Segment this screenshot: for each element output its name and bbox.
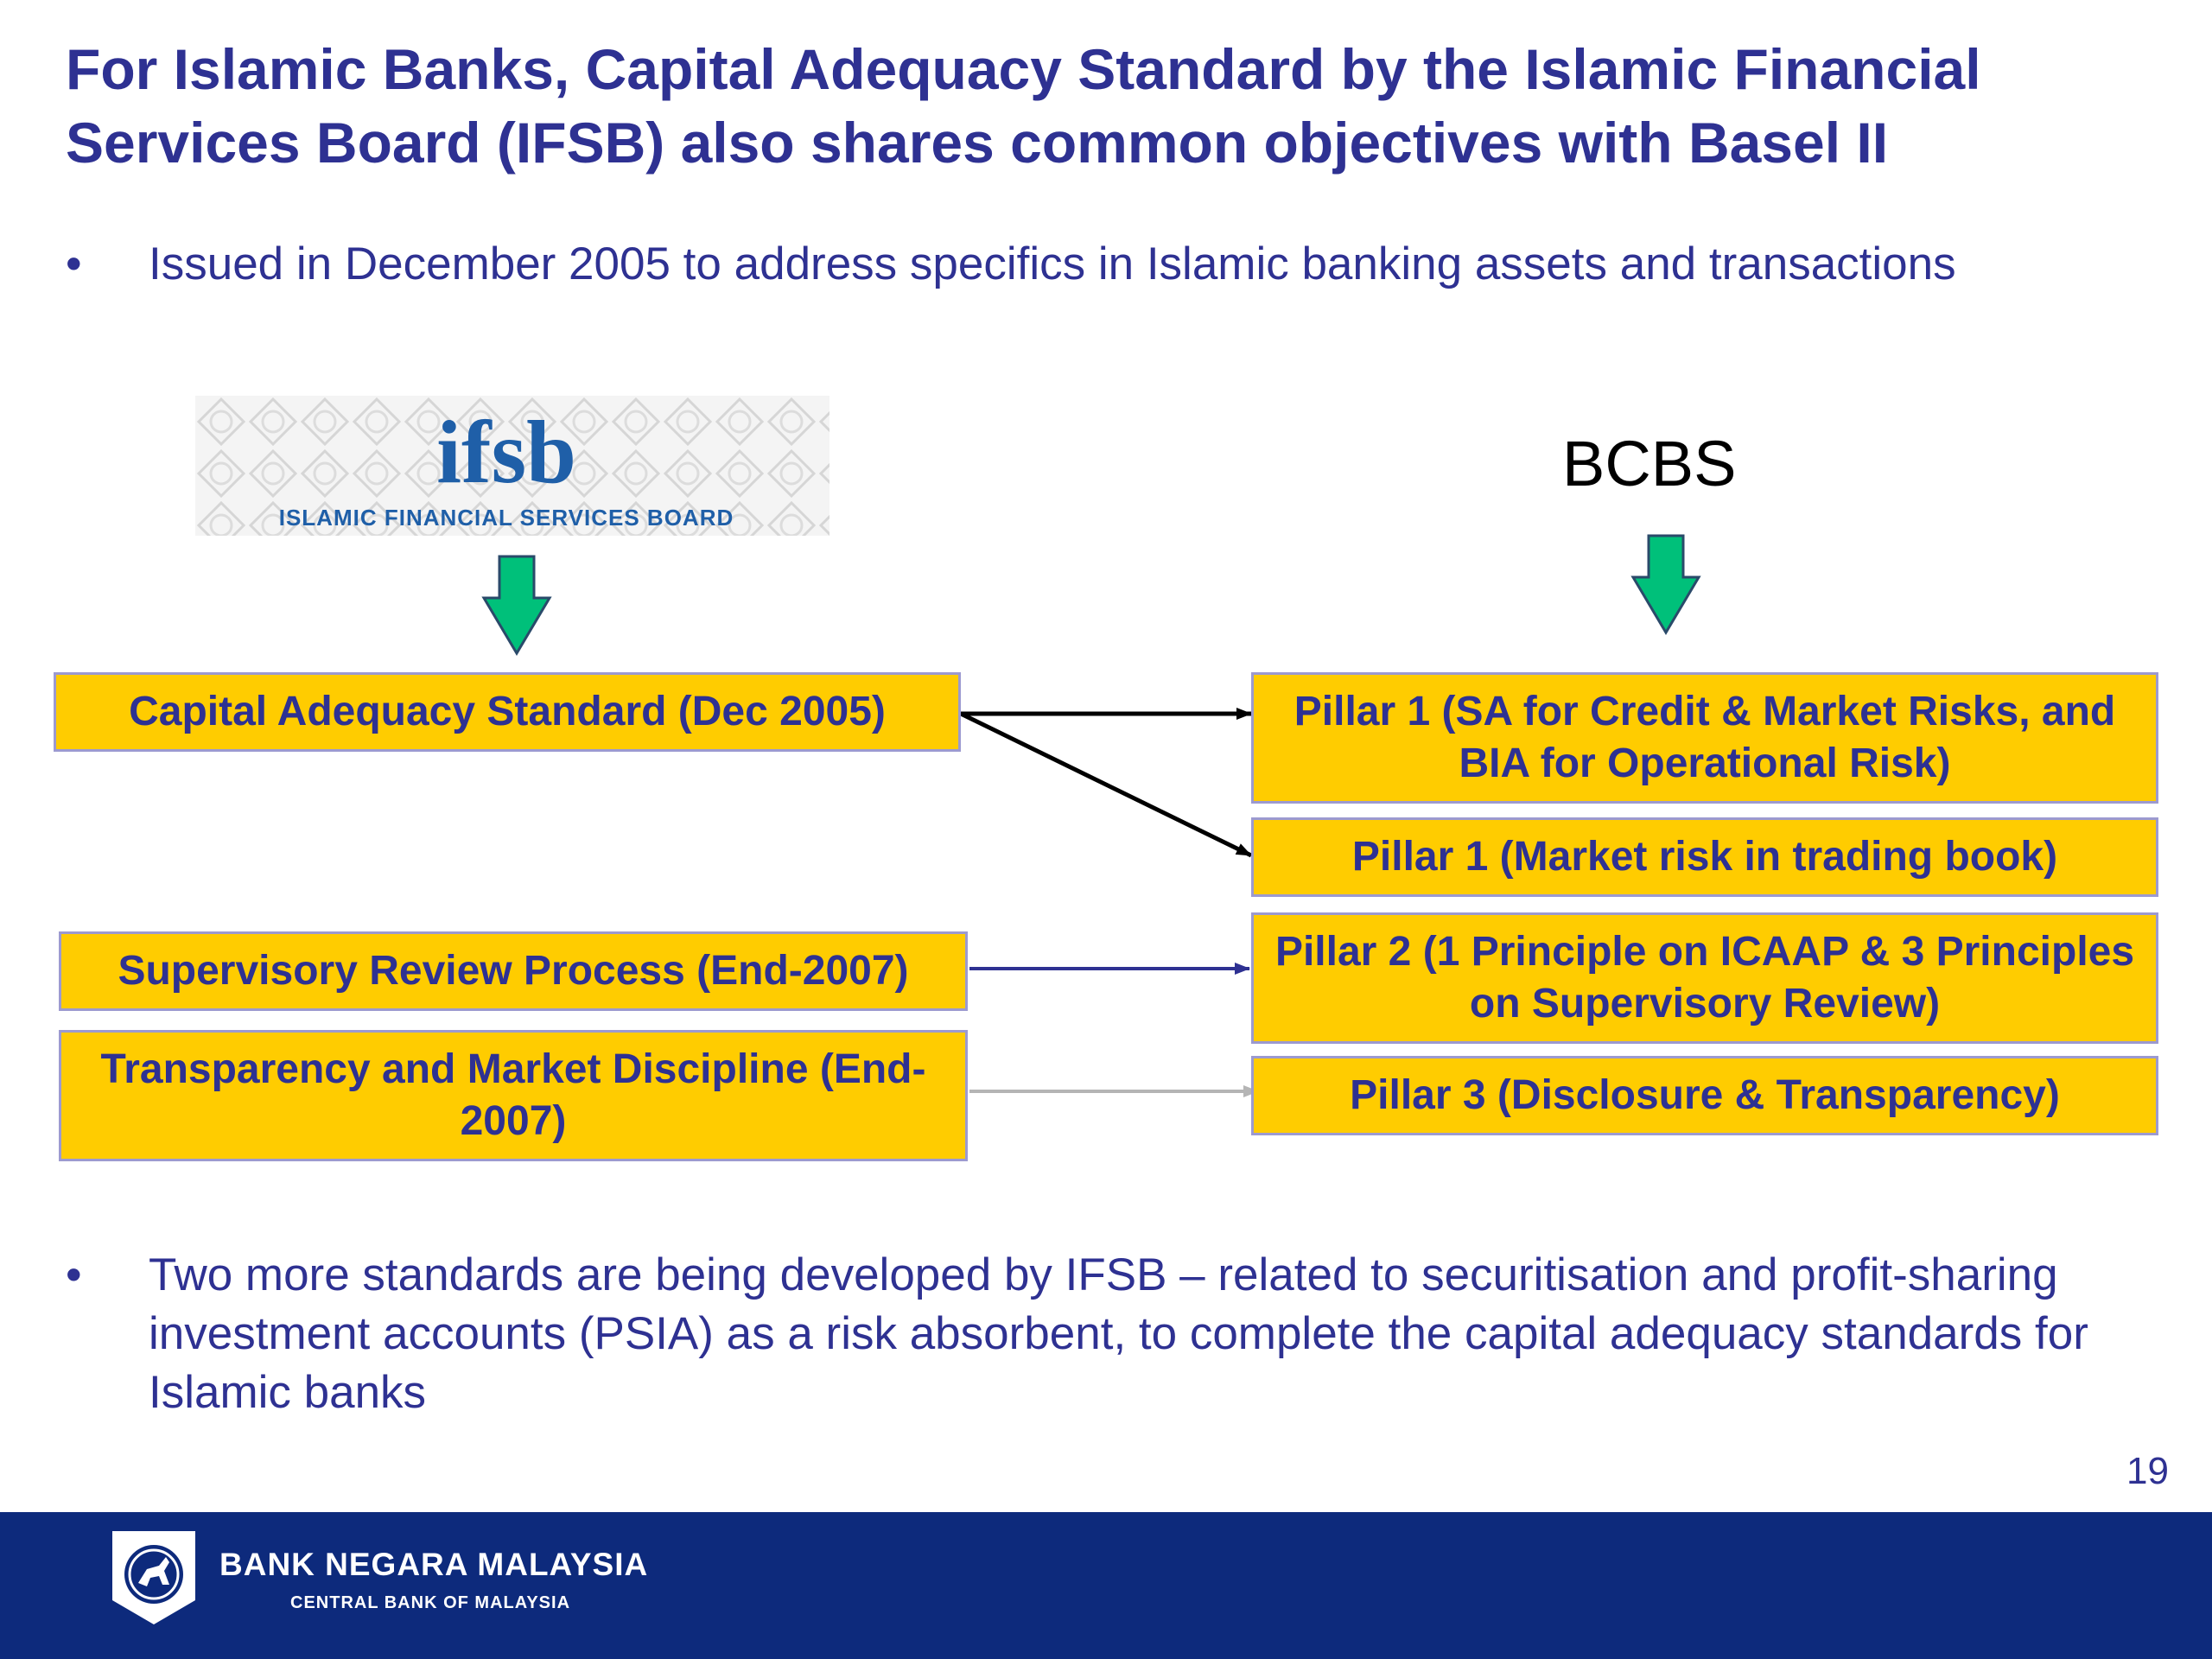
box-capital-adequacy-standard-label: Capital Adequacy Standard (Dec 2005) <box>129 689 886 734</box>
bullet-symbol: • <box>66 1249 82 1300</box>
slide-title: For Islamic Banks, Capital Adequacy Stan… <box>66 37 1981 175</box>
box-pillar1-market-risk-trading-book-label: Pillar 1 (Market risk in trading book) <box>1351 834 2058 880</box>
box-pillar3: Pillar 3 (Disclosure & Transparency) <box>1251 1056 2158 1135</box>
bcbs-down-arrow <box>1630 534 1701 635</box>
ifsb-down-arrow <box>481 555 552 656</box>
box-pillar2: Pillar 2 (1 Principle on ICAAP & 3 Princ… <box>1251 912 2158 1044</box>
ifsb-mark-text: ifsb <box>436 403 576 502</box>
box-pillar3-label: Pillar 3 (Disclosure & Transparency) <box>1350 1072 2060 1118</box>
bank-subtitle: CENTRAL BANK OF MALAYSIA <box>290 1593 571 1612</box>
bullet-symbol: • <box>66 238 82 289</box>
ifsb-logo: ifsb ISLAMIC FINANCIAL SERVICES BOARD <box>195 396 830 536</box>
ifsb-logo-graphic: ifsb ISLAMIC FINANCIAL SERVICES BOARD <box>195 396 830 536</box>
box-pillar1-credit-market-operational: Pillar 1 (SA for Credit & Market Risks, … <box>1251 672 2158 804</box>
bank-emblem-icon <box>112 1531 195 1624</box>
box-transparency-market-discipline: Transparency and Market Discipline (End-… <box>59 1030 968 1161</box>
box-pillar2-label: Pillar 2 (1 Principle on ICAAP & 3 Princ… <box>1274 929 2135 1027</box>
page-number: 19 <box>2126 1450 2169 1492</box>
box-pillar1-credit-market-operational-label: Pillar 1 (SA for Credit & Market Risks, … <box>1294 689 2116 786</box>
footer-bar: BANK NEGARA MALAYSIA CENTRAL BANK OF MAL… <box>0 1512 2212 1659</box>
bullet-text: Two more standards are being developed b… <box>149 1249 2088 1418</box>
box-pillar1-market-risk-trading-book: Pillar 1 (Market risk in trading book) <box>1251 817 2158 897</box>
box-supervisory-review-process: Supervisory Review Process (End-2007) <box>59 931 968 1011</box>
box-supervisory-review-process-label: Supervisory Review Process (End-2007) <box>118 948 909 994</box>
bullet-text: Issued in December 2005 to address speci… <box>149 238 1956 289</box>
box-capital-adequacy-standard: Capital Adequacy Standard (Dec 2005) <box>54 672 961 752</box>
bank-name: BANK NEGARA MALAYSIA <box>219 1547 649 1582</box>
ifsb-name-text: ISLAMIC FINANCIAL SERVICES BOARD <box>279 505 734 531</box>
bcbs-label: BCBS <box>1562 428 1737 499</box>
arrow-car-to-pillar1b <box>959 711 1253 858</box>
box-transparency-market-discipline-label: Transparency and Market Discipline (End-… <box>100 1046 926 1144</box>
